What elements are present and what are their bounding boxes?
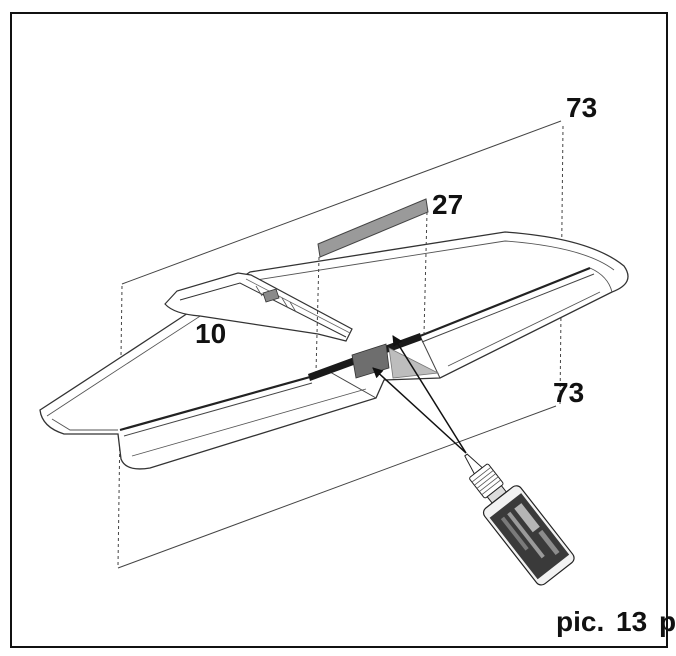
horizontal-stabilizer [39,231,629,470]
saddle-hatching [255,285,297,313]
hinge-groove-right [421,273,595,343]
left-elevator-inner-line [131,388,367,457]
saddle-outline [164,272,353,342]
fuselage-saddle-part-10 [164,272,353,342]
left-elevator-end [329,371,377,399]
arrow-to-joiner [372,367,467,454]
left-tip-line [51,418,118,431]
part-27-leader-lines [315,211,428,373]
saddle-ridge [179,282,347,338]
part-label-27: 27 [432,189,464,220]
right-elevator-end [419,335,441,379]
elevator-joiner-gusset [388,347,440,379]
hinge-groove-left [123,382,313,437]
arrow-to-slot [392,335,467,454]
bottle-cap-ribs [471,466,501,496]
plane-top-edge [121,120,562,285]
saddle-block [262,288,280,303]
reinforcement-strip-part-27 [317,198,429,258]
glue-arrows [372,335,467,454]
plane-bottom-edge [117,405,557,569]
part-label-10: 10 [195,318,227,349]
part-label-73-top: 73 [566,92,598,123]
right-elevator-inner-line [447,291,601,367]
glue-bottle-icon [464,453,575,586]
saddle-ridge-inner [245,278,351,334]
part-label-73-bottom: 73 [553,377,585,408]
stabilizer-outline [39,231,629,470]
right-tip-line [589,267,613,293]
